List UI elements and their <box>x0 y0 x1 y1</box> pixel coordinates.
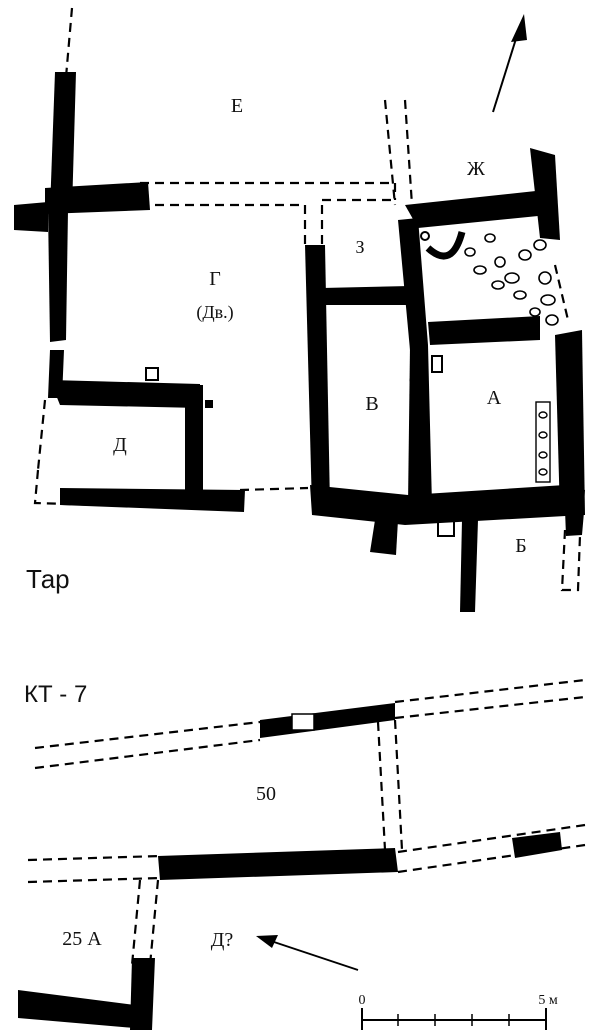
wall-west-bastion <box>14 202 48 232</box>
dashed-long-wall-upper-a <box>34 720 261 750</box>
wall-z-bottom <box>322 286 410 305</box>
wall-d-right <box>185 385 203 495</box>
dashed-wall-d-left <box>36 399 47 471</box>
wall-upper-gap <box>291 713 315 731</box>
dashed-wall-bottom-g <box>239 486 309 492</box>
room-label-a: А <box>487 387 502 409</box>
wall-zh-north <box>405 190 548 228</box>
dashed-wall-b-right <box>560 529 582 592</box>
wall-lower-solid <box>158 848 398 880</box>
wall-bottom-left <box>18 990 135 1028</box>
wall-v-right <box>408 345 432 505</box>
dashed-long-wall-upper-b <box>34 738 261 770</box>
scale-start-label: 0 <box>359 993 366 1008</box>
wall-z-right <box>398 218 428 350</box>
north-arrow <box>492 14 527 113</box>
wall-b-right-stub <box>565 510 584 536</box>
room-label-25a: 25 А <box>62 928 102 950</box>
wall-south-b-left <box>460 520 478 612</box>
dashed-cross-wall-b <box>393 719 404 851</box>
room-label-e: Е <box>231 95 243 117</box>
wall-south-main <box>310 485 585 525</box>
dashed-wall-e-right <box>553 264 570 321</box>
dashed-side-wall-a <box>130 879 142 966</box>
dashed-wall-top-g-inner <box>140 203 307 245</box>
feature-curved-wall <box>425 231 466 260</box>
scale-bar: 0 5 м <box>359 993 558 1030</box>
upper-plan: Е Ж З Г (Дв.) Д В А Б Тар <box>14 7 585 612</box>
rubble-zh <box>464 233 559 326</box>
room-label-dq: Д? <box>211 929 234 951</box>
scale-end-label: 5 м <box>538 993 558 1008</box>
wall-upper-solid <box>260 703 395 738</box>
room-label-v: В <box>365 393 378 415</box>
wall-a-east <box>555 330 585 515</box>
wall-west-g <box>48 210 68 342</box>
room-label-g: Г <box>209 268 221 290</box>
room-label-zh: Ж <box>467 158 485 180</box>
dashed-long-wall-upper-d <box>394 695 586 720</box>
site-label: Тар <box>26 564 70 594</box>
wall-a-top <box>428 316 540 345</box>
feature-small-square <box>145 367 159 381</box>
wall-d-top <box>50 380 200 408</box>
wall-zh-east <box>530 148 560 240</box>
wall-lower-right-stub <box>512 832 562 858</box>
room-label-z: З <box>355 237 364 257</box>
wall-west-top <box>50 72 76 210</box>
feature-small-block <box>205 400 213 408</box>
room-label-g-note: (Дв.) <box>196 302 233 323</box>
wall-d-bottom <box>60 488 245 512</box>
dashed-long-wall-lower-c <box>397 823 586 854</box>
direction-arrow <box>256 935 359 971</box>
dashed-wall-ne-1 <box>383 99 397 206</box>
lower-plan: КТ - 7 50 25 А Д? <box>18 678 586 1030</box>
rubble-v <box>313 344 417 399</box>
dashed-wall-ne-2 <box>403 99 414 206</box>
feature-block-b <box>437 517 455 537</box>
dashed-side-wall-b <box>148 879 160 966</box>
dashed-long-wall-lower-a <box>27 854 161 862</box>
dashed-cross-wall-a <box>376 721 387 851</box>
feature-block-a <box>431 355 443 373</box>
room-label-b: Б <box>515 535 526 557</box>
wall-south-stub-v <box>370 520 398 555</box>
wall-north-g <box>45 182 150 214</box>
dashed-wall-top-g <box>140 181 397 200</box>
room-label-50: 50 <box>256 783 276 805</box>
room-label-d: Д <box>113 434 127 456</box>
feature-round-marker <box>420 231 430 241</box>
section-label: КТ - 7 <box>24 681 87 708</box>
dashed-long-wall-upper-c <box>394 678 586 704</box>
rubble-a <box>535 401 551 483</box>
dashed-long-wall-lower-b <box>27 876 161 884</box>
wall-25a-lower <box>130 958 155 1030</box>
wall-g-east <box>305 245 330 508</box>
